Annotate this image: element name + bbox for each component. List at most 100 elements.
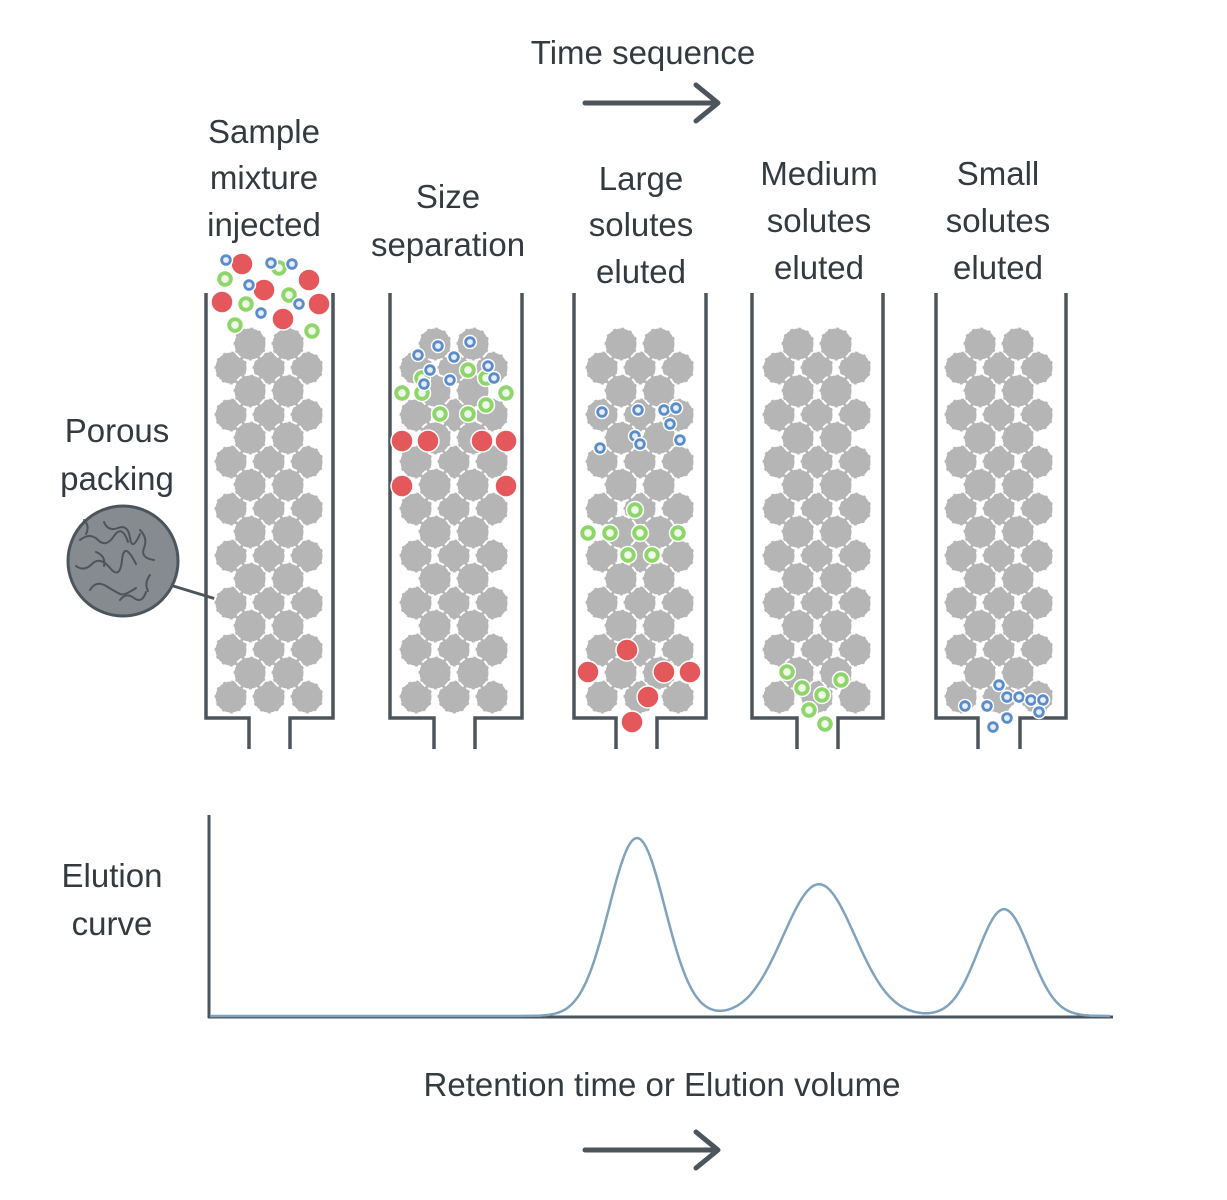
packing-bead xyxy=(962,655,998,691)
packing-bead xyxy=(1019,632,1055,668)
packing-bead xyxy=(603,467,639,503)
packing-bead xyxy=(213,632,249,668)
packing-bead xyxy=(761,679,797,715)
packing-bead xyxy=(270,373,306,409)
elution-curve-line xyxy=(210,836,1110,1018)
packing-bead xyxy=(799,397,835,433)
packing-bead xyxy=(660,350,696,386)
packing-bead xyxy=(584,350,620,386)
large-solute xyxy=(390,474,414,498)
packing-bead xyxy=(213,585,249,621)
packing-bead xyxy=(251,491,287,527)
column-2-solutes xyxy=(390,334,518,498)
packing-bead xyxy=(1000,467,1036,503)
large-solute xyxy=(271,307,295,331)
porous-packing-label-line-1: Porous xyxy=(65,412,170,449)
column-4-label-line-3: eluted xyxy=(774,249,864,286)
column-1-solutes xyxy=(210,252,331,341)
packing-bead xyxy=(837,397,873,433)
medium-solute-core xyxy=(818,691,826,699)
small-solute-core xyxy=(491,375,497,381)
packing-bead xyxy=(251,538,287,574)
elution-curve-label-line-1: Elution xyxy=(62,857,163,894)
columns-layer xyxy=(204,252,1068,749)
packing-bead xyxy=(799,444,835,480)
small-solute-core xyxy=(427,367,433,373)
packing-bead xyxy=(981,491,1017,527)
column-3-label-line-1: Large xyxy=(599,160,683,197)
packing-bead xyxy=(289,491,325,527)
large-solute xyxy=(494,429,518,453)
packing-bead xyxy=(799,350,835,386)
packing-bead xyxy=(981,397,1017,433)
packing-bead xyxy=(270,561,306,597)
large-solute xyxy=(652,660,676,684)
column-3 xyxy=(572,293,708,749)
packing-bead xyxy=(251,350,287,386)
packing-bead xyxy=(1000,655,1036,691)
column-5-label-line-3: eluted xyxy=(953,249,1043,286)
small-solute-core xyxy=(990,724,996,730)
medium-solute-core xyxy=(285,291,293,299)
column-3-wall xyxy=(572,293,708,749)
packing-bead xyxy=(962,373,998,409)
medium-solute-core xyxy=(636,529,644,537)
small-solute-core xyxy=(246,282,252,288)
medium-solute-core xyxy=(798,684,806,692)
packing-bead xyxy=(251,585,287,621)
packing-bead xyxy=(1019,350,1055,386)
packing-bead xyxy=(398,538,434,574)
small-solute-core xyxy=(677,437,683,443)
packing-bead xyxy=(270,420,306,456)
packing-bead xyxy=(289,679,325,715)
column-5-solutes xyxy=(957,677,1051,735)
packing-bead xyxy=(943,444,979,480)
packing-bead xyxy=(641,326,677,362)
large-solute xyxy=(230,252,254,276)
packing-bead xyxy=(818,420,854,456)
packing-bead xyxy=(289,397,325,433)
large-solute xyxy=(470,429,494,453)
large-solute xyxy=(210,290,234,314)
medium-solute-core xyxy=(308,327,316,335)
medium-solute-core xyxy=(436,410,444,418)
packing-bead xyxy=(622,585,658,621)
packing-bead xyxy=(417,608,453,644)
packing-bead xyxy=(818,467,854,503)
column-2-wall xyxy=(388,293,524,749)
column-2 xyxy=(388,293,524,749)
packing-bead xyxy=(232,608,268,644)
large-solute xyxy=(307,292,331,316)
large-solute xyxy=(494,474,518,498)
packing-bead xyxy=(251,444,287,480)
column-5-label-line-1: Small xyxy=(957,155,1040,192)
packing-bead xyxy=(780,326,816,362)
packing-bead xyxy=(270,514,306,550)
packing-bead xyxy=(474,538,510,574)
packing-bead xyxy=(232,326,268,362)
small-solute-core xyxy=(1004,715,1010,721)
packing-bead xyxy=(962,467,998,503)
packing-bead xyxy=(213,350,249,386)
packing-bead xyxy=(660,679,696,715)
packing-bead xyxy=(981,538,1017,574)
packing-bead xyxy=(761,491,797,527)
packing-bead xyxy=(270,608,306,644)
small-solute-core xyxy=(415,352,421,358)
large-solute xyxy=(297,268,321,292)
small-solute-core xyxy=(637,441,643,447)
packing-bead xyxy=(981,585,1017,621)
column-2-label-line-2: separation xyxy=(371,226,525,263)
packing-bead xyxy=(417,561,453,597)
small-solute-core xyxy=(597,445,603,451)
column-5-label-line-2: solutes xyxy=(946,202,1051,239)
small-solute-core xyxy=(223,257,229,263)
packing-bead xyxy=(270,467,306,503)
column-4-wall xyxy=(750,293,885,749)
small-solute-core xyxy=(1040,697,1046,703)
packing-bead xyxy=(289,632,325,668)
packing-bead xyxy=(289,444,325,480)
packing-bead xyxy=(780,373,816,409)
packing-bead xyxy=(455,655,491,691)
packing-bead xyxy=(780,467,816,503)
